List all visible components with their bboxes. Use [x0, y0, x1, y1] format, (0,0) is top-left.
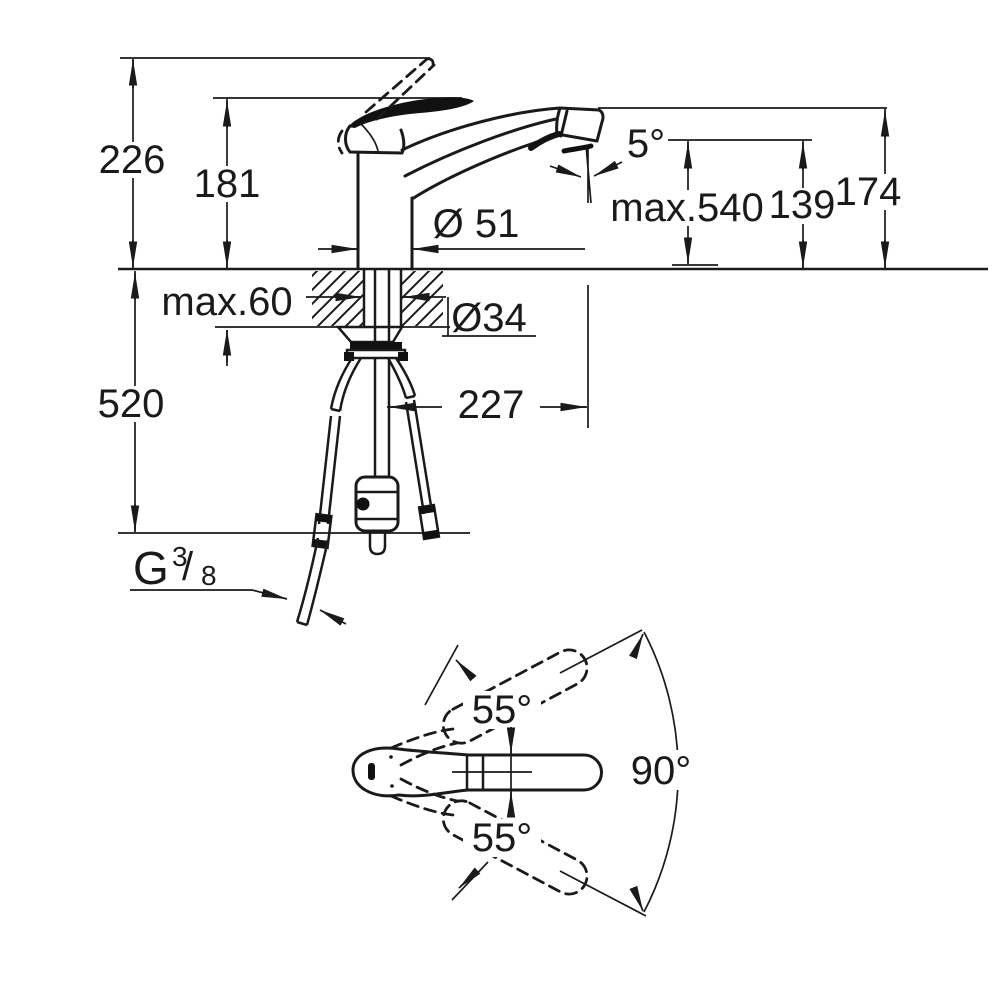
supply-hose-g38 — [295, 537, 330, 627]
spout-inner-edge — [403, 117, 558, 178]
dim-hole-diameter: Ø34 — [451, 296, 527, 340]
lever-handle — [348, 97, 474, 128]
mounting-shank — [362, 270, 403, 341]
label-mask — [442, 386, 540, 422]
arrow — [629, 633, 644, 660]
counter-slab-right — [401, 271, 443, 326]
label-mask — [608, 190, 766, 226]
label-mask — [463, 691, 541, 729]
handle-pivot-slot — [368, 763, 375, 780]
spout-top-edge — [400, 106, 562, 152]
fitting-band — [419, 505, 435, 515]
spray-head — [555, 106, 605, 143]
dim-spout-top-height: 181 — [194, 162, 261, 206]
dim-swivel-total: 90° — [631, 749, 692, 793]
dim-spout-reach: 227 — [458, 383, 525, 427]
pullout-hose-end — [368, 531, 387, 556]
bracket-tab-left — [344, 352, 354, 361]
label-mask — [96, 386, 166, 422]
supply-hoses — [317, 357, 434, 525]
dim-pullout-hose-length: max.540 — [610, 186, 763, 230]
label-mask — [95, 142, 171, 178]
weight-detail-lines — [356, 490, 398, 521]
bracket-tab-right — [398, 352, 408, 361]
hose-fitting-right — [417, 503, 441, 541]
dim-outlet-height: 139 — [769, 183, 836, 227]
handle-dot — [389, 755, 393, 759]
faucet-body — [356, 151, 414, 271]
handle-top-view — [351, 629, 679, 917]
dimension-arrows — [128, 59, 890, 912]
mounting-nut — [350, 342, 402, 351]
arrow — [319, 609, 347, 626]
angle-extension-lines — [424, 629, 647, 917]
dim-swivel-lower: 55° — [472, 816, 533, 860]
label-mask — [192, 166, 262, 202]
dome-facet-line — [360, 123, 379, 152]
arrow — [549, 164, 582, 178]
dimension-labels: 226 181 5° max.540 139 174 Ø 51 max.60 Ø… — [98, 122, 902, 860]
handle-lower-neck-dashed — [389, 777, 459, 817]
counter-slab-left — [312, 271, 364, 326]
countertop-hatch — [312, 271, 443, 326]
spray-grip-lower — [561, 143, 594, 154]
arrow — [251, 588, 288, 600]
handle-upper-neck-dashed — [389, 727, 459, 767]
fitting-band — [423, 529, 439, 539]
dim-counter-thickness: max.60 — [161, 280, 292, 324]
dim-swivel-upper: 55° — [472, 688, 533, 732]
handle-dot — [390, 784, 394, 788]
hose-bracket — [345, 348, 407, 360]
faucet-side-view — [295, 57, 605, 627]
dome-cap — [344, 124, 406, 155]
pullout-hose-weight — [354, 475, 400, 533]
label-mask — [622, 750, 700, 790]
dim-thread-size: G 3 / 8 — [133, 541, 217, 594]
dim-spray-angle: 5° — [627, 122, 665, 166]
arrow — [629, 885, 644, 912]
thread-slash: / — [182, 545, 194, 589]
dim-head-top-height: 174 — [835, 170, 902, 214]
label-mask — [463, 819, 541, 857]
thread-numerator: 3 — [172, 541, 188, 572]
lever-raised-dashed — [336, 57, 436, 155]
label-mask — [769, 188, 836, 224]
handle-outline — [351, 746, 603, 798]
dim-body-diameter: Ø 51 — [433, 202, 520, 246]
spray-grip-upper — [528, 131, 562, 151]
thread-letter: G — [133, 542, 169, 594]
arrow — [458, 867, 481, 889]
label-mask — [833, 174, 903, 210]
base-flange — [335, 325, 405, 344]
dim-below-counter-length: 520 — [98, 382, 165, 426]
label-masks — [95, 142, 903, 857]
weight-notch — [356, 497, 370, 511]
thread-denominator: 8 — [201, 560, 217, 591]
fitting-band — [315, 514, 332, 523]
arrow — [593, 160, 623, 177]
dim-overall-height: 226 — [99, 138, 166, 182]
arrow — [455, 659, 477, 682]
